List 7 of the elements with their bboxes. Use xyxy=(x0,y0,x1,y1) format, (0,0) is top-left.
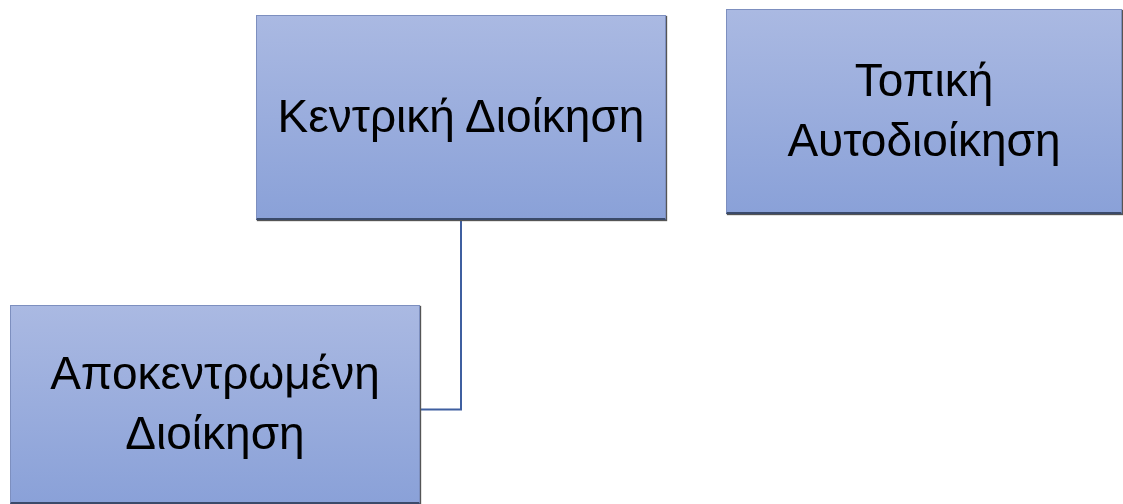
org-box xyxy=(256,15,666,220)
box-label: Κεντρική Διοίκηση xyxy=(277,89,645,145)
org-box xyxy=(726,9,1122,214)
org-box xyxy=(10,305,420,504)
box-label: Αποκεντρωμένη Διοίκηση xyxy=(49,346,381,461)
connector-line xyxy=(419,219,462,411)
box-label: Τοπική Αυτοδιοίκηση xyxy=(786,53,1062,168)
